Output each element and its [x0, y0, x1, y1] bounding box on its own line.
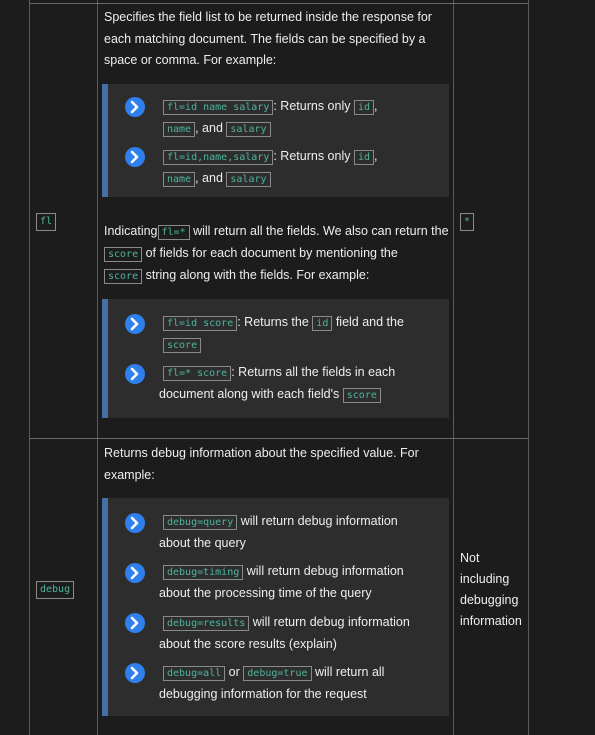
example-debug-query: debug=query will return debug informatio…	[159, 514, 398, 550]
code-example: fl=id,name,salary	[163, 150, 274, 165]
code-example: debug=query	[163, 515, 238, 530]
code-example: debug=true	[243, 666, 312, 681]
default-debug: Not including debugging information	[460, 551, 522, 628]
arrow-bullet-icon	[125, 513, 145, 533]
code-salary: salary	[226, 122, 271, 137]
column-divider-desc	[453, 0, 454, 735]
column-divider-param	[97, 0, 98, 735]
code-example: debug=all	[163, 666, 226, 681]
row-divider-middle	[29, 438, 529, 439]
arrow-bullet-icon	[125, 364, 145, 384]
row-divider-top	[29, 3, 529, 4]
example-debug-all: debug=all or debug=true will return all …	[159, 665, 385, 701]
param-fl: fl	[36, 213, 57, 231]
example-debug-results: debug=results will return debug informat…	[159, 615, 410, 651]
code-id: id	[353, 100, 375, 115]
fl-examples-box-2	[102, 299, 449, 418]
code-salary: salary	[226, 172, 271, 187]
example-debug-timing: debug=timing will return debug informati…	[159, 564, 404, 600]
debug-examples-box	[102, 498, 449, 716]
column-divider-right	[528, 0, 529, 735]
arrow-bullet-icon	[125, 613, 145, 633]
fl-description: Specifies the field list to be returned …	[104, 10, 432, 67]
code-example: fl=id score	[163, 316, 238, 331]
code-name: name	[163, 172, 196, 187]
example-fl-list-comma: fl=id,name,salary: Returns only id, name…	[163, 145, 443, 189]
arrow-bullet-icon	[125, 663, 145, 683]
example-fl-id-score: fl=id score: Returns the id field and th…	[163, 311, 443, 355]
arrow-bullet-icon	[125, 314, 145, 334]
code-score: score	[104, 247, 143, 262]
code-fl-all: fl=*	[157, 225, 190, 240]
code-example: fl=id name salary	[163, 100, 274, 115]
code-name: name	[163, 122, 196, 137]
code-example: debug=timing	[163, 565, 244, 580]
example-fl-list-space: fl=id name salary: Returns only id, name…	[163, 95, 443, 139]
arrow-bullet-icon	[125, 97, 145, 117]
code-score: score	[104, 269, 143, 284]
code-score: score	[163, 338, 202, 353]
column-divider-left	[29, 0, 30, 735]
arrow-bullet-icon	[125, 147, 145, 167]
code-score: score	[342, 388, 381, 403]
arrow-bullet-icon	[125, 563, 145, 583]
param-debug: debug	[36, 581, 75, 599]
fl-examples-box-1	[102, 84, 449, 197]
debug-description: Returns debug information about the spec…	[104, 446, 419, 482]
code-id: id	[312, 316, 333, 331]
code-example: fl=* score	[163, 366, 232, 381]
example-fl-all-score: fl=* score: Returns all the fields in ea…	[159, 365, 396, 403]
code-example: debug=results	[163, 616, 250, 631]
code-id: id	[353, 150, 375, 165]
default-fl: *	[460, 213, 475, 231]
